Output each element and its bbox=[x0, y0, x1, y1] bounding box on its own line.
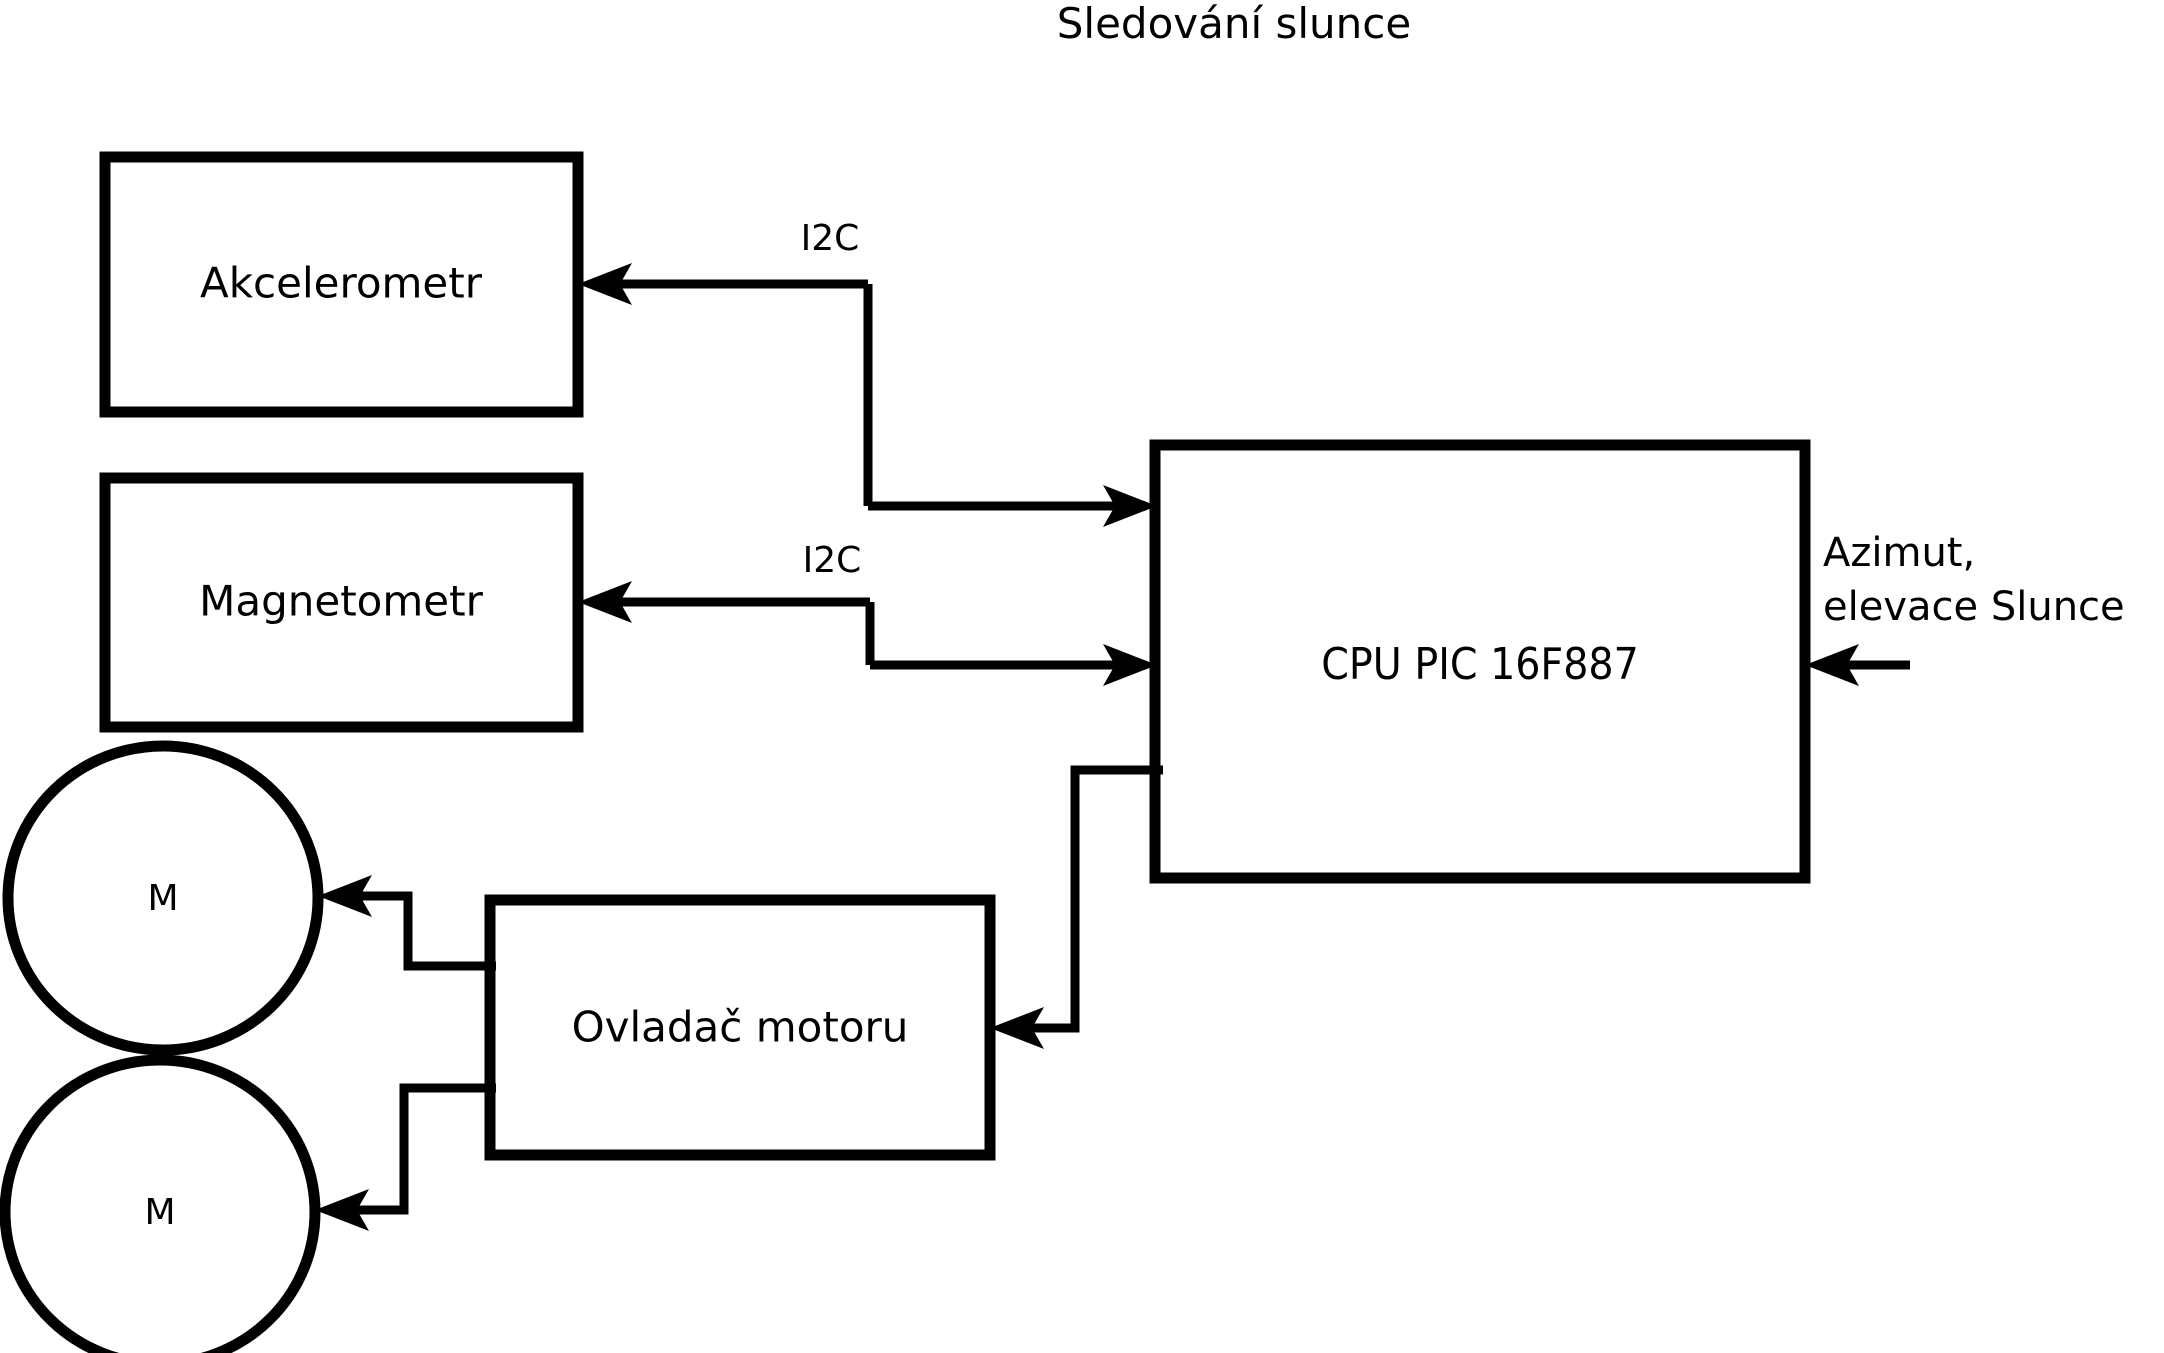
edge-cpu-to-motor-driver-wire bbox=[1010, 765, 1163, 1033]
motor-top-circle[interactable] bbox=[2, 740, 324, 1056]
magnetometr-box[interactable] bbox=[99, 472, 584, 733]
motor-top-label: M bbox=[147, 878, 178, 919]
akcelerometr-label: Akcelerometr bbox=[200, 259, 483, 308]
arrowhead-into-ovladac-motoru bbox=[990, 1007, 1044, 1049]
magnetometr-label: Magnetometr bbox=[199, 577, 483, 626]
ovladac-motoru-box[interactable] bbox=[484, 894, 996, 1161]
node-motor-top[interactable]: M bbox=[2, 740, 324, 1056]
edge-i2c-magnetometer: I2C bbox=[578, 540, 1157, 686]
arrowhead-into-motor-bottom bbox=[315, 1189, 369, 1231]
edge-sun-input-to-cpu: Azimut, elevace Slunce bbox=[1805, 530, 2125, 686]
motor-bottom-label: M bbox=[144, 1192, 175, 1233]
edge-motor-driver-to-motor-bottom bbox=[315, 1083, 496, 1231]
edge-cpu-to-motor-driver bbox=[990, 765, 1163, 1049]
sun-input-label-line2: elevace Slunce bbox=[1823, 584, 2125, 630]
edge-motor-driver-to-motor-top bbox=[318, 875, 496, 971]
cpu-box[interactable] bbox=[1149, 439, 1811, 884]
node-akcelerometr[interactable]: Akcelerometr bbox=[99, 151, 584, 418]
arrowhead-into-magnetometr bbox=[578, 581, 632, 623]
page-title: Sledování slunce bbox=[1057, 0, 1411, 48]
edge-i2c-accelerometer: I2C bbox=[578, 218, 1157, 527]
edge-label-i2c-accelerometer: I2C bbox=[801, 218, 860, 259]
cpu-label: CPU PIC 16F887 bbox=[1321, 639, 1639, 690]
arrowhead-into-cpu-from-magnetometr bbox=[1103, 644, 1157, 686]
arrowhead-into-motor-top bbox=[318, 875, 372, 917]
motor-bottom-circle[interactable] bbox=[0, 1054, 321, 1353]
edge-motor-driver-to-motor-top-wire bbox=[338, 891, 496, 971]
arrowhead-into-cpu-from-sun bbox=[1805, 644, 1859, 686]
node-magnetometr[interactable]: Magnetometr bbox=[99, 472, 584, 733]
node-cpu[interactable]: CPU PIC 16F887 bbox=[1149, 439, 1811, 884]
arrowhead-into-cpu-from-akcelerometr bbox=[1103, 485, 1157, 527]
edge-label-i2c-magnetometer: I2C bbox=[803, 540, 862, 581]
edge-motor-driver-to-motor-bottom-wire bbox=[335, 1083, 496, 1215]
node-ovladac-motoru[interactable]: Ovladač motoru bbox=[484, 894, 996, 1161]
node-motor-bottom[interactable]: M bbox=[0, 1054, 321, 1353]
arrowhead-into-akcelerometr bbox=[578, 263, 632, 305]
ovladac-motoru-label: Ovladač motoru bbox=[572, 1003, 909, 1052]
sun-input-label-line1: Azimut, bbox=[1823, 530, 1975, 576]
akcelerometr-box[interactable] bbox=[99, 151, 584, 418]
